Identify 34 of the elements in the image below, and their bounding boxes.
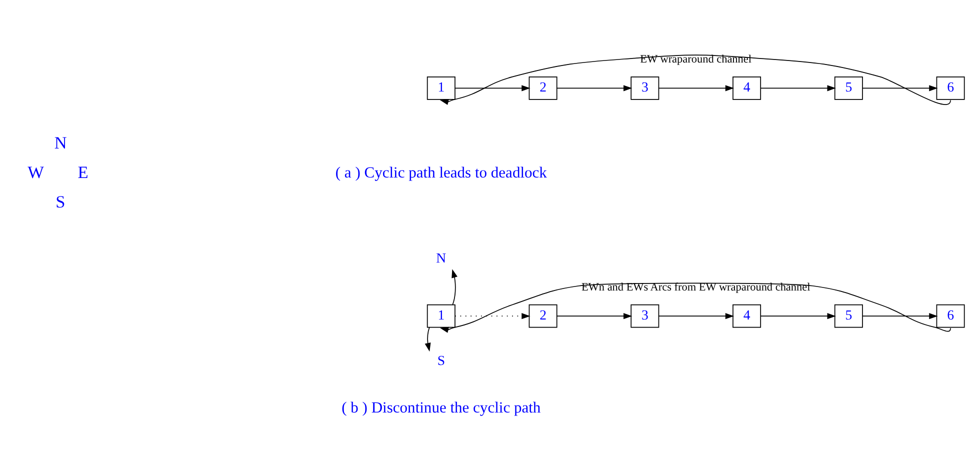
arrow: [862, 313, 938, 320]
label: ( a ) Cyclic path leads to deadlock: [335, 164, 547, 182]
label: ( b ) Discontinue the cyclic path: [342, 399, 541, 416]
arrow: [440, 282, 951, 333]
node-box: 5: [834, 76, 863, 100]
node-box: 3: [630, 304, 660, 328]
label: N: [54, 134, 67, 153]
arrow: [454, 85, 530, 92]
arrow: [440, 54, 951, 105]
node-box: 1: [426, 76, 456, 100]
node-box: 2: [528, 76, 558, 100]
node-box: 4: [732, 304, 762, 328]
arrow: [556, 85, 632, 92]
arrow: [454, 313, 530, 320]
arrow: [760, 85, 836, 92]
node-box: 2: [528, 304, 558, 328]
node-box: 3: [630, 76, 660, 100]
node-box: 6: [936, 304, 965, 328]
arrow: [862, 85, 938, 92]
node-box: 6: [936, 76, 965, 100]
arrow: [658, 85, 734, 92]
label: S: [56, 192, 66, 212]
arrow: [658, 313, 734, 320]
node-box: 1: [426, 304, 456, 328]
node-box: 4: [732, 76, 762, 100]
node-text: N: [436, 250, 446, 266]
arrow: [424, 326, 431, 352]
arrow: [760, 313, 836, 320]
label: W: [28, 162, 44, 182]
arrow: [556, 313, 632, 320]
node-box: 5: [834, 304, 863, 328]
node-text: S: [437, 353, 446, 368]
label: E: [78, 162, 88, 182]
arrow: [452, 269, 458, 305]
